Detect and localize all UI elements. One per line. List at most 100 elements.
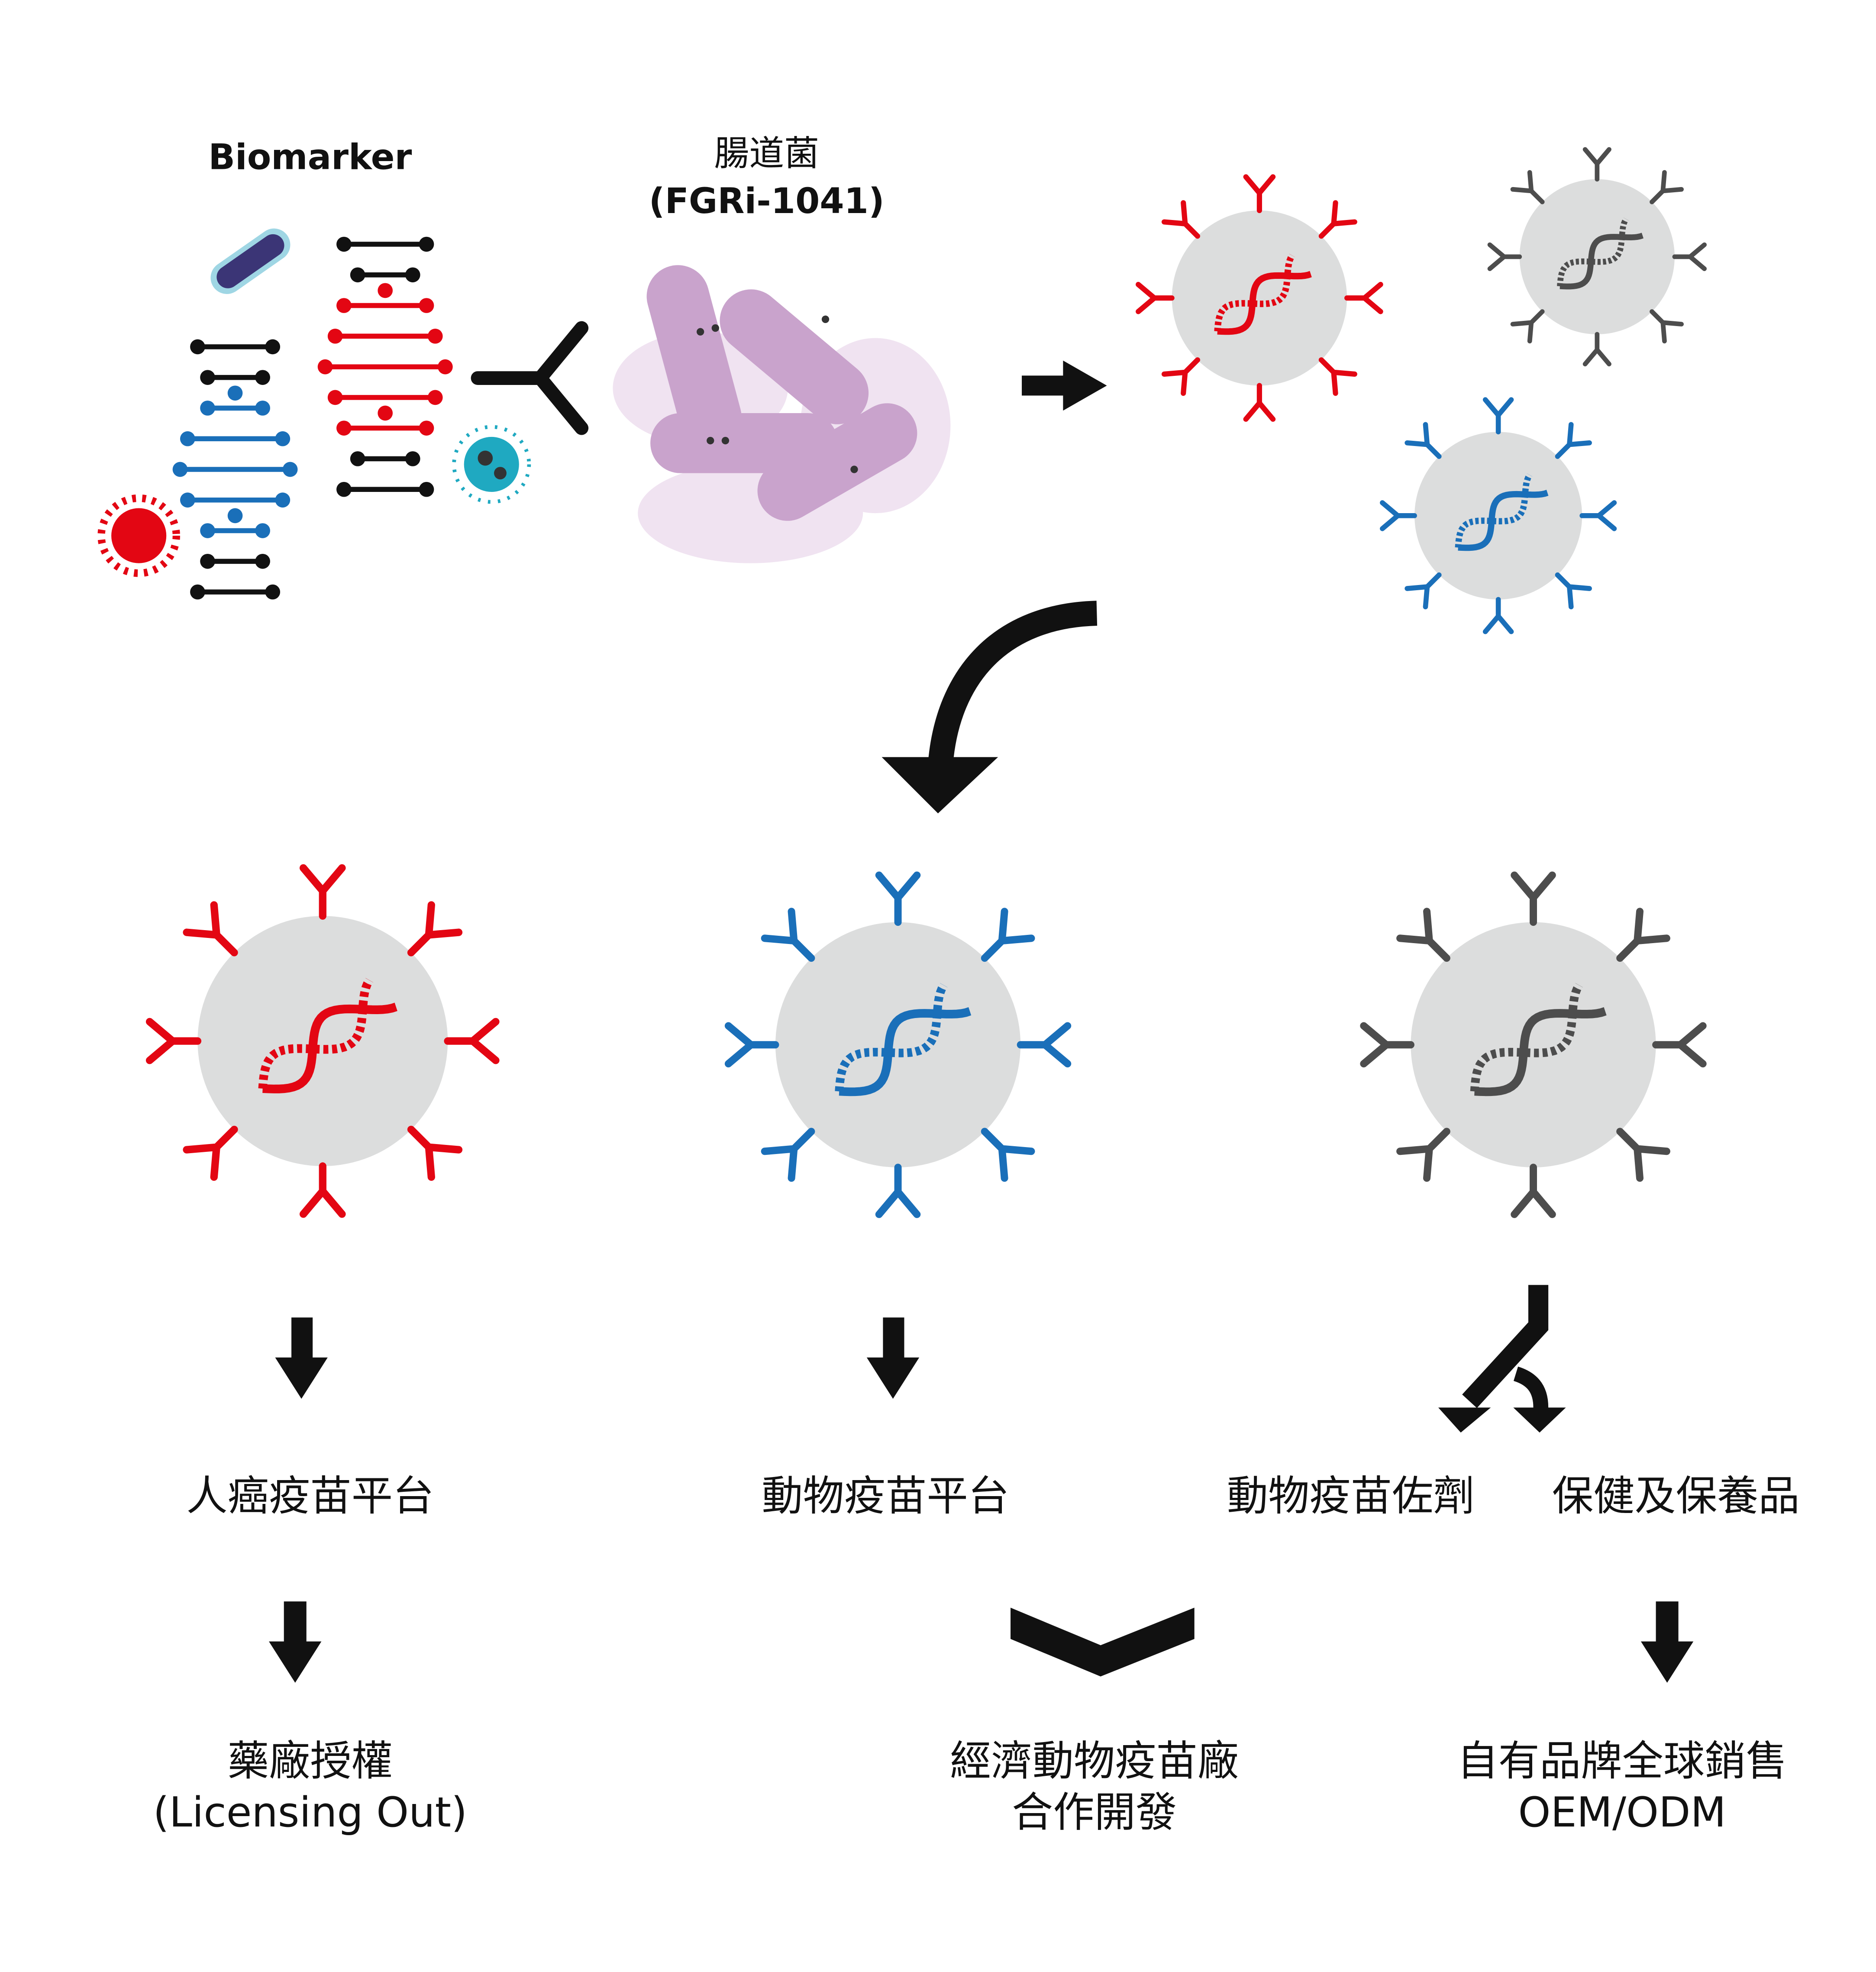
ladder-rung <box>180 492 291 508</box>
antibody-icon <box>1582 332 1611 367</box>
ladder-rung <box>336 283 434 313</box>
antibody-icon <box>1650 309 1684 344</box>
outcome-line1: 經濟動物疫苗廠 <box>950 1738 1239 1785</box>
antibody-icon <box>1405 572 1442 610</box>
antibody-icon <box>1318 200 1357 239</box>
red-virus-icon <box>97 494 180 577</box>
cells <box>145 147 1707 1218</box>
antibody-icon <box>1405 422 1442 459</box>
antibody-icon <box>1482 597 1514 634</box>
gray-cell-small <box>1487 147 1707 367</box>
antibody-icon <box>1396 1128 1450 1182</box>
ladder-rung <box>350 267 420 283</box>
ladder-rung <box>172 462 298 477</box>
dna-helix-strand <box>835 983 948 1092</box>
arrow-right-icon <box>1022 360 1107 411</box>
antibody-icon <box>1344 281 1383 314</box>
antibody-icon <box>1161 200 1200 239</box>
antibody-icon <box>299 1162 346 1218</box>
dna-helix-strand <box>258 978 373 1089</box>
dna-ladders <box>172 236 453 600</box>
ladder-rung <box>200 370 270 385</box>
cell-body <box>1172 210 1347 386</box>
antibody-icon <box>875 871 921 926</box>
antibody-icon <box>444 1018 500 1064</box>
antibody-icon <box>1161 357 1200 396</box>
ladder-rung <box>190 339 281 355</box>
antibody-icon <box>1136 281 1175 314</box>
antibody-icon <box>981 908 1035 962</box>
outcome-line2: (Licensing Out) <box>153 1789 468 1836</box>
ladder-rung <box>350 451 420 466</box>
platform-label: 人癌疫苗平台 <box>186 1472 434 1520</box>
arrow-down-icon <box>1640 1601 1694 1683</box>
cell-body <box>197 916 448 1166</box>
merge-chevron-icon <box>1011 1607 1195 1677</box>
red-cell-small <box>1136 174 1383 422</box>
antibody-icon <box>761 1128 815 1182</box>
bacterium-icon <box>210 228 291 294</box>
antibody-icon <box>875 1164 921 1218</box>
outcome-line2: OEM/ODM <box>1518 1789 1726 1836</box>
ladder-rung <box>180 431 291 446</box>
platform-label: 保健及保養品 <box>1552 1472 1800 1520</box>
ladder-rung <box>317 359 453 375</box>
antibody-icon <box>1616 1128 1670 1182</box>
outcome-line1: 自有品牌全球銷售 <box>1457 1738 1787 1785</box>
antibody-icon <box>1487 242 1522 271</box>
antibody-icon <box>1318 357 1357 396</box>
cell-body <box>1411 922 1656 1167</box>
platform-label: 動物疫苗平台 <box>762 1472 1009 1520</box>
antibody-icon <box>471 321 589 435</box>
ladder-rung <box>200 508 270 538</box>
outcome-line2: 合作開發 <box>1012 1789 1177 1836</box>
antibody-icon <box>1380 500 1417 531</box>
blue-cell-small <box>1380 397 1617 634</box>
cell-body <box>1414 432 1582 600</box>
antibody-icon <box>1243 383 1276 422</box>
antibody-icon <box>1650 170 1684 204</box>
antibody-icon <box>1672 242 1707 271</box>
cell-body <box>775 922 1021 1167</box>
antibody-icon <box>183 901 238 957</box>
dna-helix-strand <box>1470 983 1583 1092</box>
antibody-icon <box>1017 1022 1072 1068</box>
curved-arrow-down-icon <box>928 601 1098 765</box>
bacteria-strain: (FGRi-1041) <box>649 181 885 222</box>
split-arrow-icon <box>1438 1285 1566 1433</box>
ladder-rung <box>336 405 434 436</box>
ladder-rung <box>190 584 281 600</box>
antibody-icon <box>1360 1022 1414 1068</box>
ladder-rung <box>336 482 434 497</box>
antibody-icon <box>183 1125 238 1181</box>
ladder-rung <box>327 390 443 405</box>
ladder-rung <box>336 236 434 252</box>
antibody-icon <box>1511 871 1556 926</box>
ladder-rung <box>200 385 270 416</box>
dna-helix-strand <box>1214 254 1295 332</box>
antibody-icon <box>1555 422 1592 459</box>
ladder-rung <box>327 329 443 344</box>
antibody-icon <box>724 1022 779 1068</box>
antibody-icon <box>1396 908 1450 962</box>
arrow-down-icon <box>275 1317 328 1399</box>
antibody-icon <box>407 901 463 957</box>
antibody-icon <box>1510 170 1545 204</box>
cancer-vaccine-cell <box>145 864 500 1218</box>
outcome-line1: 藥廠授權 <box>228 1738 393 1785</box>
antibody-icon <box>299 864 346 920</box>
ladder-rung <box>200 553 270 569</box>
antibody-icon <box>1510 309 1545 344</box>
dna-helix-strand <box>1557 217 1629 287</box>
antibody-icon <box>1511 1164 1556 1218</box>
antibody-icon <box>1616 908 1670 962</box>
arrow-down-icon <box>269 1601 322 1683</box>
bacteria-label: 腸道菌 <box>714 133 819 174</box>
antibody-icon <box>761 908 815 962</box>
platform-label: 動物疫苗佐劑 <box>1227 1472 1475 1520</box>
dna-helix-strand <box>1455 473 1533 548</box>
cell-body <box>1519 179 1675 335</box>
antibody-icon <box>1243 174 1276 213</box>
arrow-down-icon <box>866 1317 920 1399</box>
